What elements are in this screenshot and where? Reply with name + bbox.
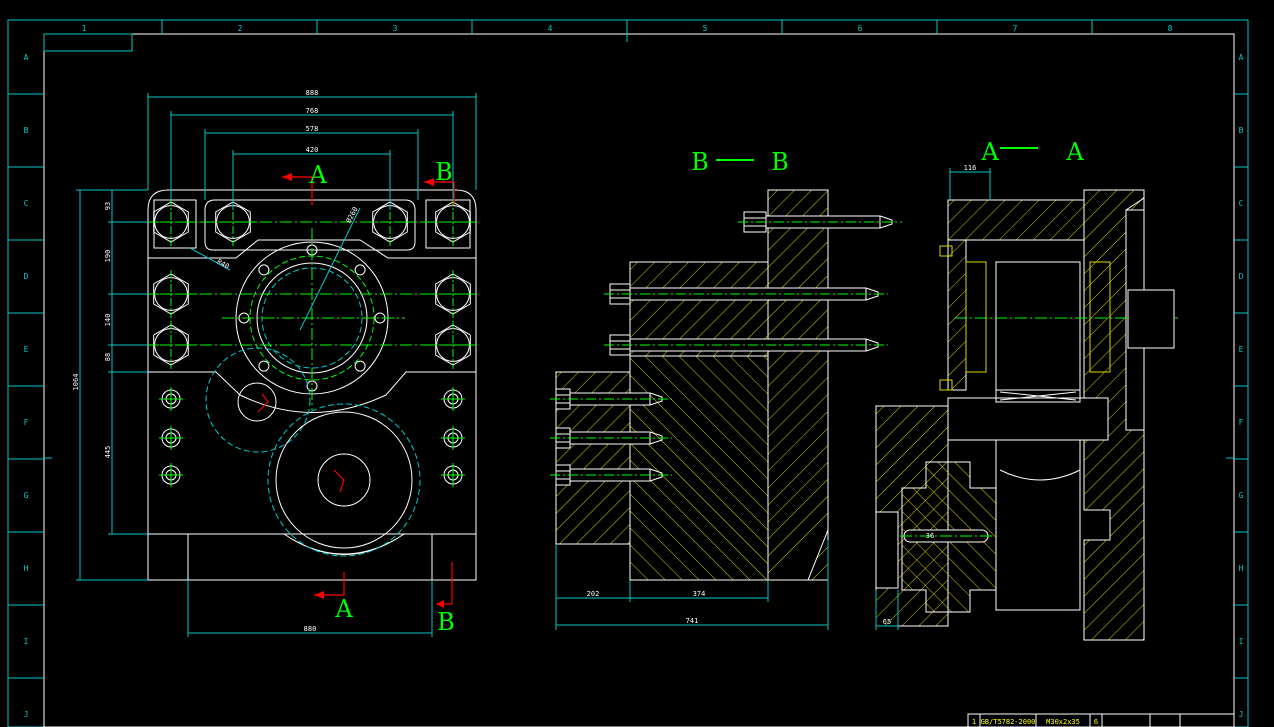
row-label: C bbox=[1239, 199, 1244, 208]
bb-dim-total: 741 bbox=[686, 617, 699, 625]
dim-width-outer: 888 bbox=[306, 89, 319, 97]
row-label: C bbox=[24, 199, 29, 208]
dim-vspace-4: 88 bbox=[104, 353, 112, 361]
row-label: F bbox=[1239, 418, 1244, 427]
aa-dim-bottom: 65 bbox=[883, 618, 891, 626]
column-label: 5 bbox=[703, 24, 708, 33]
section-aa-title-right: A bbox=[1065, 138, 1084, 166]
title-cell-3: M30x2x35 bbox=[1046, 718, 1080, 726]
row-label: I bbox=[1239, 637, 1244, 646]
cut-markers bbox=[282, 173, 455, 608]
row-label: B bbox=[24, 126, 29, 135]
section-aa: A A bbox=[875, 138, 1178, 641]
column-label: 8 bbox=[1168, 24, 1173, 33]
aa-dim-top: 116 bbox=[964, 164, 977, 172]
title-cell-2: GB/T5782-2000 bbox=[981, 718, 1036, 726]
column-label: 7 bbox=[1013, 24, 1018, 33]
dim-base-width: 880 bbox=[304, 625, 317, 633]
row-label: B bbox=[1239, 126, 1244, 135]
row-label: D bbox=[24, 272, 29, 281]
row-label: G bbox=[24, 491, 29, 500]
row-label: J bbox=[1239, 710, 1244, 719]
flange-hole bbox=[354, 264, 366, 276]
row-label: E bbox=[24, 345, 29, 354]
dim-vspace-2: 190 bbox=[104, 250, 112, 263]
drawing-frame bbox=[7, 19, 1249, 727]
dim-width-center: 420 bbox=[306, 146, 319, 154]
row-label: G bbox=[1239, 491, 1244, 500]
dim-vspace-5: 445 bbox=[104, 446, 112, 459]
frame-row-labels-right: A B C D E F G H I J bbox=[1239, 53, 1244, 719]
column-label: 3 bbox=[393, 24, 398, 33]
cut-label-a-bottom: A bbox=[334, 595, 353, 623]
section-bb: B B 202 374 741 bbox=[550, 148, 902, 630]
column-label: 1 bbox=[82, 24, 87, 33]
column-label: 2 bbox=[238, 24, 243, 33]
row-label: H bbox=[24, 564, 29, 573]
bb-dim-mid: 374 bbox=[693, 590, 706, 598]
row-label: A bbox=[24, 53, 29, 62]
dim-height-total: 1064 bbox=[72, 374, 80, 391]
row-label: A bbox=[1239, 53, 1244, 62]
section-bb-title-right: B bbox=[771, 148, 789, 176]
dim-width-inner: 578 bbox=[306, 125, 319, 133]
aa-shaft-label: 36 bbox=[926, 532, 934, 540]
column-label: 4 bbox=[548, 24, 553, 33]
dim-vspace-1: 93 bbox=[104, 202, 112, 210]
title-block: 1 GB/T5782-2000 M30x2x35 6 bbox=[967, 713, 1235, 727]
section-bb-title-left: B bbox=[691, 148, 709, 176]
row-label: J bbox=[24, 710, 29, 719]
row-label: I bbox=[24, 637, 29, 646]
section-aa-title-left: A bbox=[980, 138, 999, 166]
flange-hole bbox=[258, 264, 270, 276]
dim-diameter-flange: Ø260 bbox=[345, 206, 360, 225]
frame-column-labels: 1 2 3 4 5 6 7 8 bbox=[82, 24, 1173, 33]
row-label: D bbox=[1239, 272, 1244, 281]
front-view: 888 768 578 420 880 1064 93 190 140 88 4… bbox=[72, 89, 480, 637]
title-cell-4: 6 bbox=[1094, 718, 1098, 726]
row-label: F bbox=[24, 418, 29, 427]
cut-label-b-top: B bbox=[435, 158, 453, 186]
small-holes bbox=[159, 387, 465, 487]
dim-width-bolts: 768 bbox=[306, 107, 319, 115]
dim-vspace-3: 140 bbox=[104, 314, 112, 327]
cut-label-a-top: A bbox=[308, 161, 327, 189]
row-label: E bbox=[1239, 345, 1244, 354]
flange-hole bbox=[258, 360, 270, 372]
bb-bolts bbox=[550, 211, 902, 486]
flange-hole bbox=[354, 360, 366, 372]
bb-dim-left: 202 bbox=[587, 590, 600, 598]
column-label: 6 bbox=[858, 24, 863, 33]
row-label: H bbox=[1239, 564, 1244, 573]
title-cell-1: 1 bbox=[972, 718, 976, 726]
frame-row-labels-left: A B C D E F G H I J bbox=[24, 53, 29, 719]
cut-label-b-bottom: B bbox=[437, 608, 455, 636]
